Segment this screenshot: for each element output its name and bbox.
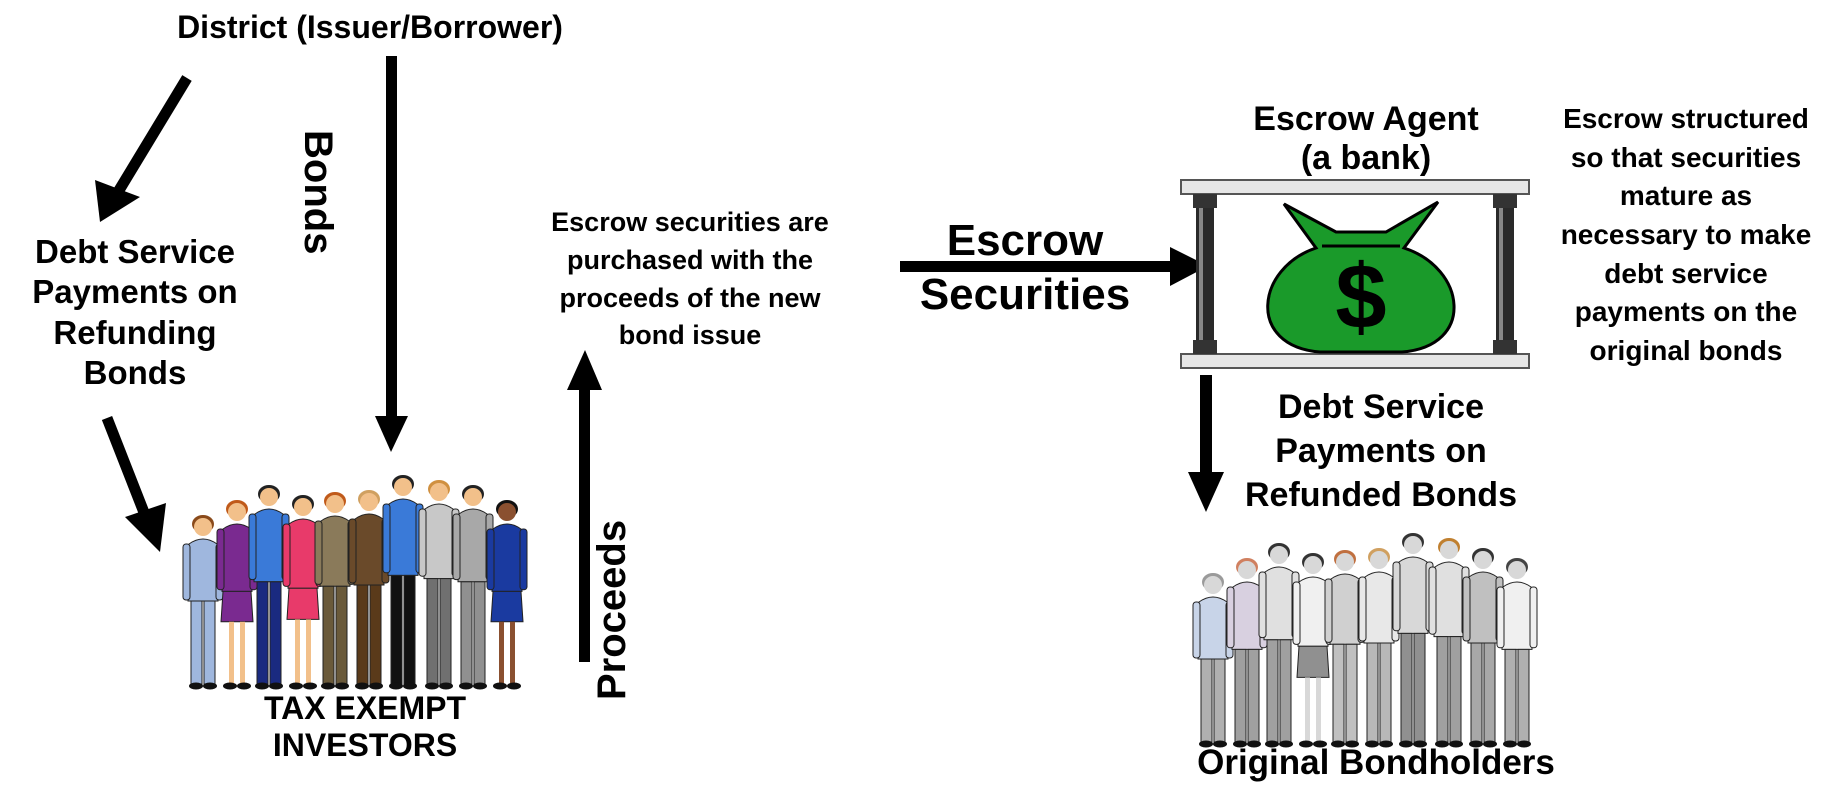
escrow-purchase-note-line: Escrow securities are	[551, 207, 829, 237]
escrow-structure-note-line: so that securities	[1570, 141, 1802, 173]
arrow-proceeds-up	[567, 350, 602, 662]
district-label: District (Issuer/Borrower)	[177, 9, 563, 45]
escrow-purchase-note-line: proceeds of the new	[559, 282, 821, 313]
person-figure	[1324, 550, 1366, 748]
arrow-escrow-agent-down	[1188, 375, 1224, 512]
tax-exempt-investors-line: INVESTORS	[272, 726, 458, 763]
escrow-structure-note: Escrow structured so that securities mat…	[1534, 100, 1838, 370]
person-figure	[1462, 548, 1504, 748]
person-figure	[248, 485, 290, 690]
debt-service-refunded-line: Payments on	[1275, 432, 1487, 471]
escrow-agent-line: Escrow Agent	[1253, 100, 1479, 138]
escrow-structure-note-line: Escrow structured	[1563, 103, 1809, 134]
debt-service-refunded-line: Refunded Bonds	[1245, 476, 1517, 515]
people-crowd-icon	[1190, 528, 1560, 748]
escrow-structure-note-line: necessary to make	[1560, 218, 1812, 250]
escrow-purchase-note-line: purchased with the	[566, 244, 814, 275]
arrow-bonds-down	[375, 56, 408, 452]
debt-service-refunded-line: Debt Service	[1278, 388, 1484, 426]
proceeds-label: Proceeds	[590, 519, 634, 700]
dollar-sign: $	[1335, 246, 1386, 348]
left-pillar	[1193, 194, 1217, 354]
escrow-structure-note-line: payments on the	[1574, 296, 1798, 328]
debt-service-refunding-line: Payments on	[32, 273, 238, 311]
person-figure	[1496, 558, 1538, 748]
escrow-structure-note-line: debt service	[1604, 257, 1768, 289]
money-bag-icon: $	[1266, 200, 1456, 354]
bonds-label: Bonds	[296, 130, 340, 255]
arrow-debt-service-to-investors	[101, 415, 166, 552]
escrow-securities-line: Escrow	[946, 216, 1104, 265]
people-crowd-icon	[180, 470, 540, 690]
person-figure	[282, 495, 324, 690]
arrow-escrow-securities-right	[900, 247, 1208, 286]
debt-service-refunding-label: Debt Service Payments on Refunding Bonds	[0, 232, 270, 393]
escrow-agent-label: Escrow Agent (a bank)	[1226, 100, 1506, 178]
escrow-agent-line: (a bank)	[1300, 138, 1432, 177]
tax-exempt-investors-label: TAX EXEMPT INVESTORS	[225, 690, 505, 764]
debt-service-refunding-line: Bonds	[83, 353, 187, 391]
person-figure	[486, 500, 528, 690]
arrow-district-to-debt-service	[95, 75, 192, 222]
original-bondholders-label: Original Bondholders	[1197, 743, 1555, 782]
escrow-securities-line: Securities	[919, 269, 1131, 319]
debt-service-refunding-line: Refunding	[53, 313, 217, 351]
debt-service-refunding-line: Debt Service	[35, 233, 235, 270]
escrow-securities-label: Escrow Securities	[895, 214, 1155, 321]
debt-service-refunded-label: Debt Service Payments on Refunded Bonds	[1216, 385, 1546, 518]
person-figure	[1358, 548, 1400, 748]
bank-building-icon: $	[1180, 179, 1530, 369]
escrow-purchase-note: Escrow securities are purchased with the…	[508, 204, 872, 355]
escrow-structure-note-line: original bonds	[1589, 334, 1783, 366]
right-pillar	[1493, 194, 1517, 354]
person-figure	[1226, 558, 1268, 748]
escrow-structure-note-line: mature as	[1619, 180, 1753, 212]
tax-exempt-investors-line: TAX EXEMPT	[263, 690, 467, 726]
escrow-purchase-note-line: bond issue	[618, 320, 762, 351]
person-figure	[1258, 543, 1300, 748]
